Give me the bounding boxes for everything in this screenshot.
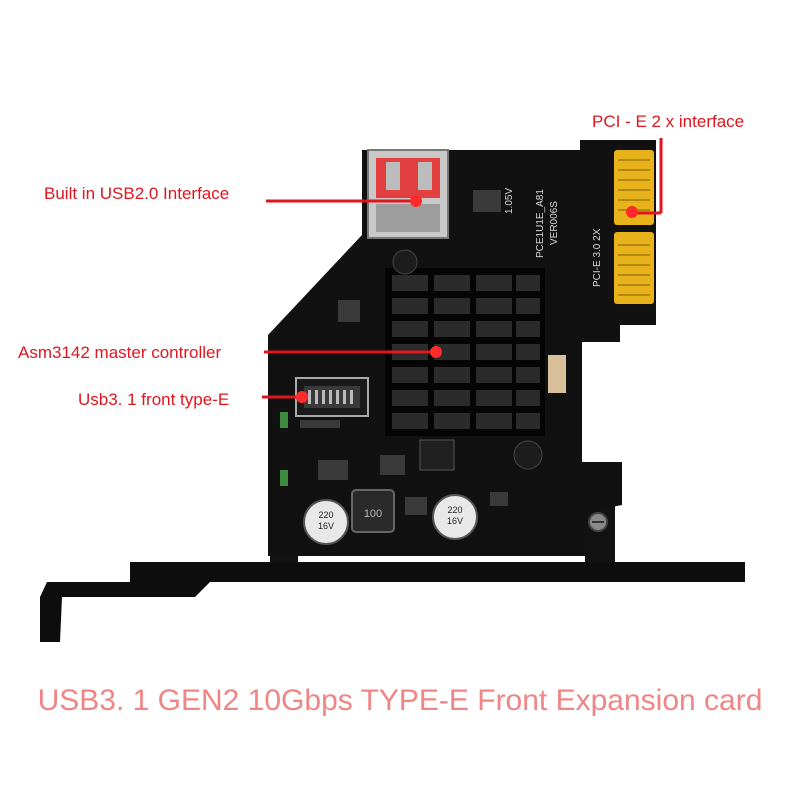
pcie-gold-contacts (614, 150, 654, 304)
svg-text:100: 100 (364, 508, 382, 520)
callout-pointers (262, 138, 663, 399)
svg-text:16V: 16V (447, 516, 463, 526)
pcie-version-label: PCI-E 3.0 2X (592, 228, 603, 287)
smd-components (280, 190, 566, 515)
svg-text:220: 220 (318, 510, 333, 520)
svg-text:16V: 16V (318, 521, 334, 531)
inductor: 100 (351, 489, 395, 533)
callout-glow-dots (296, 195, 638, 403)
callout-front-type-e: Usb3. 1 front type-E (78, 390, 230, 409)
pcb-board: 220 16V 220 16V 100 PCE1U (268, 140, 656, 556)
callout-master-controller: Asm3142 master controller (18, 343, 222, 362)
voltage-label: 1.05V (504, 188, 515, 214)
callout-pcie-interface: PCI - E 2 x interface (592, 112, 745, 131)
capacitor-right: 220 16V (432, 494, 478, 540)
board-model-label: PCE1U1E_A81 (535, 189, 546, 258)
usb2-port (367, 149, 449, 239)
callout-usb2-interface: Built in USB2.0 Interface (44, 184, 230, 203)
board-version-label: VER006S (549, 201, 560, 245)
svg-text:220: 220 (447, 505, 462, 515)
capacitor-left: 220 16V (303, 499, 349, 545)
silkscreen-text: PCE1U1E_A81 VER006S PCI-E 3.0 2X 1.05V (504, 188, 603, 287)
product-caption: USB3. 1 GEN2 10Gbps TYPE-E Front Expansi… (37, 684, 763, 717)
